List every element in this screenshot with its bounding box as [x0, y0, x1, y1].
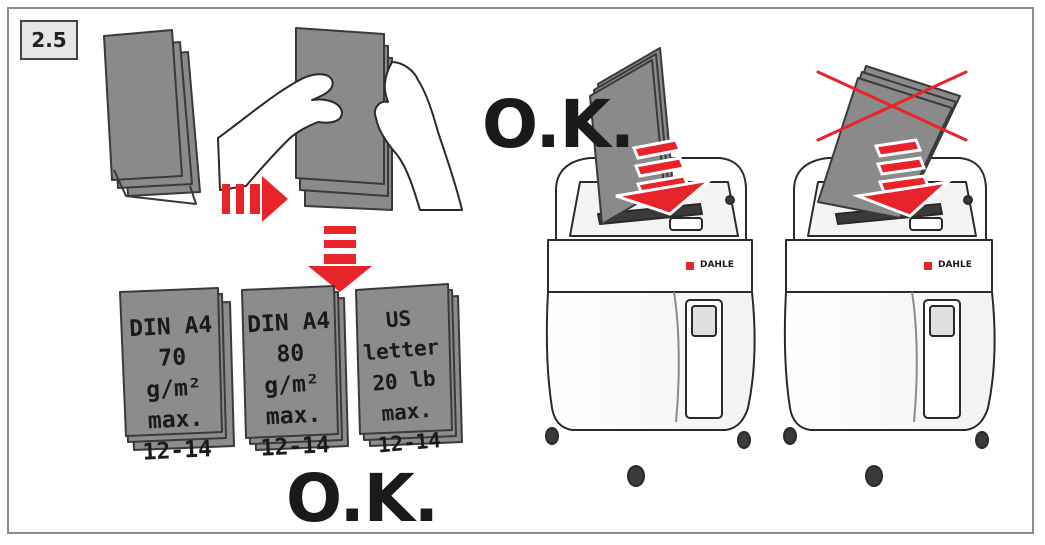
stack-line: max. — [245, 398, 342, 434]
stack-line: DIN A4 — [240, 306, 337, 342]
stack-line: 80 g/m² — [242, 337, 341, 404]
paper-stack-label: DIN A4 70 g/m² max. 12-14 — [122, 310, 226, 470]
stack-line: US letter — [341, 299, 458, 371]
paper-stack-label: DIN A4 80 g/m² max. 12-14 — [240, 306, 344, 466]
brand-logo-wrong: DAHLE — [938, 260, 972, 270]
ok-label-bottom: O.K. — [286, 466, 438, 532]
arrow-down — [308, 226, 372, 292]
loose-paper-stack — [104, 30, 200, 204]
stack-line: max. — [127, 402, 224, 438]
stack-line: 12-14 — [128, 433, 225, 469]
ok-label-top: O.K. — [482, 92, 634, 158]
stack-line: 70 g/m² — [124, 341, 223, 408]
paper-stack-label: US letter 20 lb max. 12-14 — [341, 299, 466, 463]
stack-line: DIN A4 — [122, 310, 219, 346]
brand-logo-ok: DAHLE — [700, 260, 734, 270]
step-number-badge: 2.5 — [20, 20, 78, 60]
stack-line: 12-14 — [246, 429, 343, 465]
